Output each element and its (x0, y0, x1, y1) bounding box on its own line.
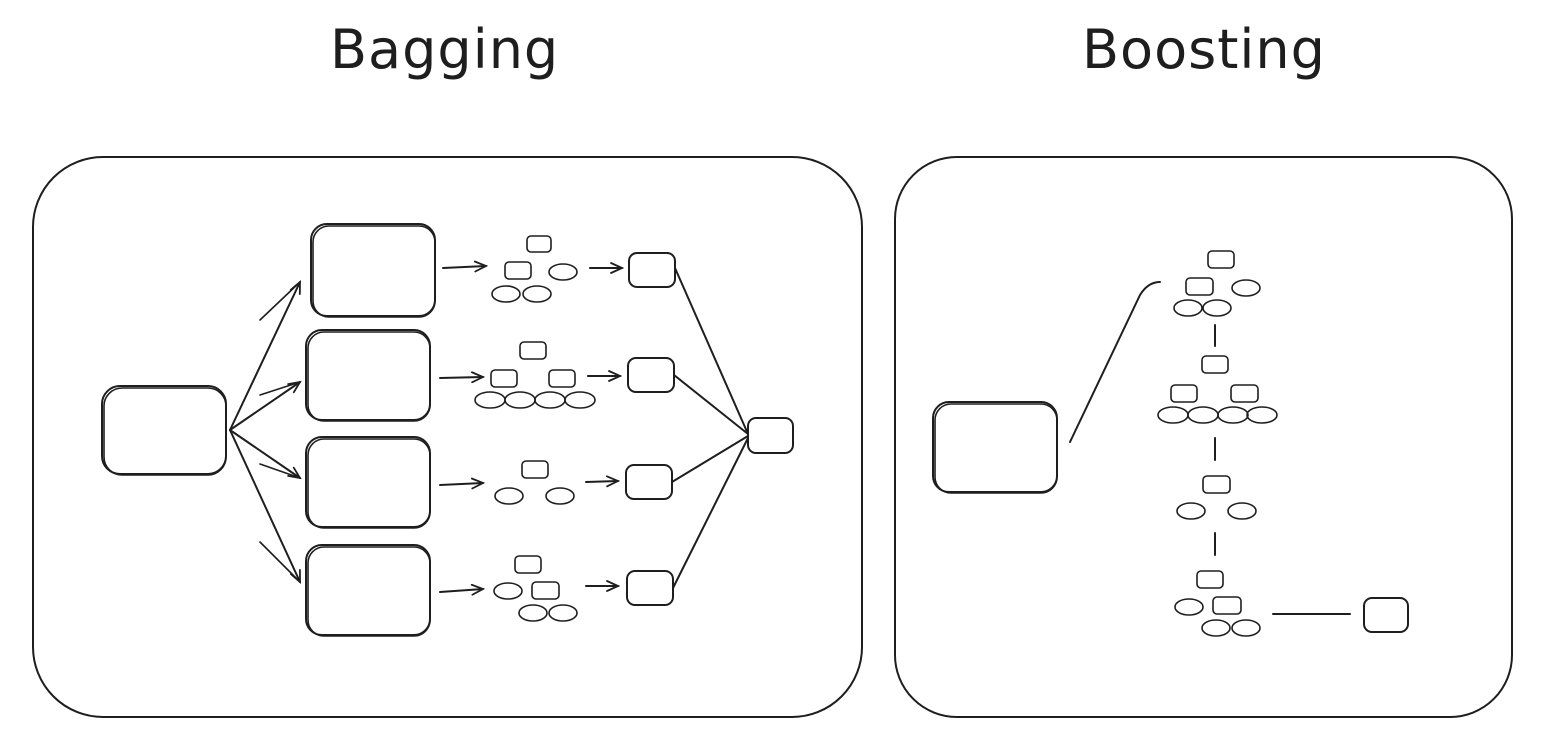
bagging-final-prediction (747, 417, 794, 454)
bagging-container (32, 156, 863, 718)
bootstrap-sample-3 (305, 436, 431, 528)
boosting-tree-1 (1173, 250, 1261, 317)
bagging-prediction-1 (628, 252, 676, 288)
bagging-panel (32, 156, 863, 718)
bagging-prediction-3 (625, 464, 673, 500)
bagging-tree-to-prediction-arrows (585, 268, 622, 586)
boosting-source-connector (1069, 281, 1161, 443)
bagging-sample-to-tree-arrows (439, 266, 486, 592)
bootstrap-sample-boxes (305, 223, 436, 637)
bagging-aggregation-lines (671, 267, 749, 589)
bagging-title: Bagging (330, 18, 560, 81)
bagging-tree-2 (474, 341, 596, 409)
bagging-prediction-4 (626, 570, 674, 606)
bagging-prediction-boxes (625, 252, 676, 606)
boosting-tree-4 (1174, 570, 1261, 637)
boosting-source-box (932, 401, 1058, 493)
bootstrap-sample-1 (310, 223, 436, 317)
boosting-tree-2 (1157, 355, 1278, 424)
bagging-tree-3 (494, 460, 575, 505)
boosting-container (894, 156, 1513, 718)
bootstrap-sample-2 (305, 329, 431, 421)
boosting-panel (894, 156, 1513, 718)
boosting-title: Boosting (1082, 18, 1326, 81)
boosting-final-prediction (1363, 597, 1409, 633)
bagging-source-box (101, 385, 227, 475)
bagging-tree-1 (491, 235, 578, 303)
bootstrap-sample-4 (305, 544, 431, 636)
bagging-tree-4 (493, 555, 578, 622)
bagging-prediction-2 (627, 357, 675, 393)
boosting-tree-3 (1176, 475, 1257, 520)
bagging-fanout-arrows (229, 282, 300, 582)
